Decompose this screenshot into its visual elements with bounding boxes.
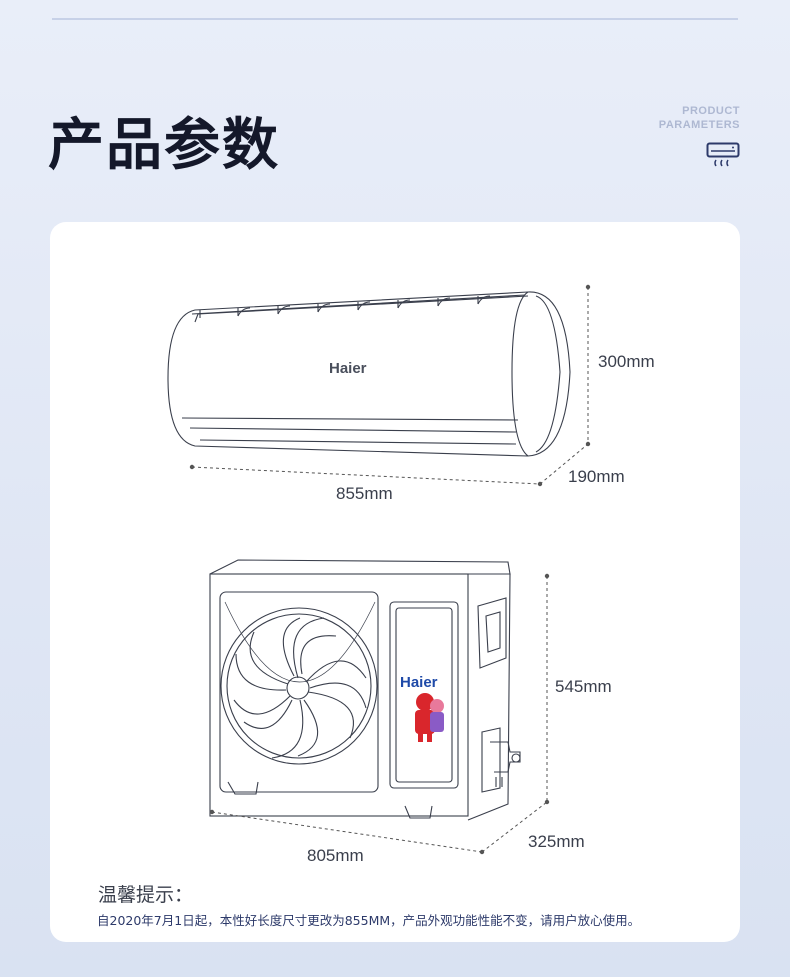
outdoor-depth-label: 325mm — [528, 832, 585, 851]
indoor-height-label: 300mm — [598, 352, 655, 371]
spec-card: Haier 300mm 190mm 855mm — [50, 222, 740, 942]
english-subtitle: PRODUCT PARAMETERS — [659, 104, 740, 132]
english-subtitle-line1: PRODUCT — [682, 105, 740, 117]
outdoor-brand-logo: Haier — [400, 674, 438, 691]
notice-text: 自2020年7月1日起，本性好长度尺寸更改为855MM，产品外观功能性能不变，请… — [97, 913, 641, 928]
indoor-unit-illustration — [167, 284, 591, 487]
notice-title: 温馨提示： — [98, 884, 194, 906]
english-subtitle-line2: PARAMETERS — [658, 119, 740, 131]
indoor-width-label: 855mm — [336, 484, 393, 503]
mascot-figure — [415, 693, 444, 742]
indoor-depth-label: 190mm — [568, 467, 625, 486]
outdoor-height-label: 545mm — [555, 677, 612, 696]
page-title: 产品参数 — [48, 113, 280, 178]
air-conditioner-icon — [706, 142, 740, 167]
top-divider — [52, 18, 738, 20]
indoor-brand-logo: Haier — [329, 360, 367, 377]
outdoor-width-label: 805mm — [307, 846, 364, 865]
